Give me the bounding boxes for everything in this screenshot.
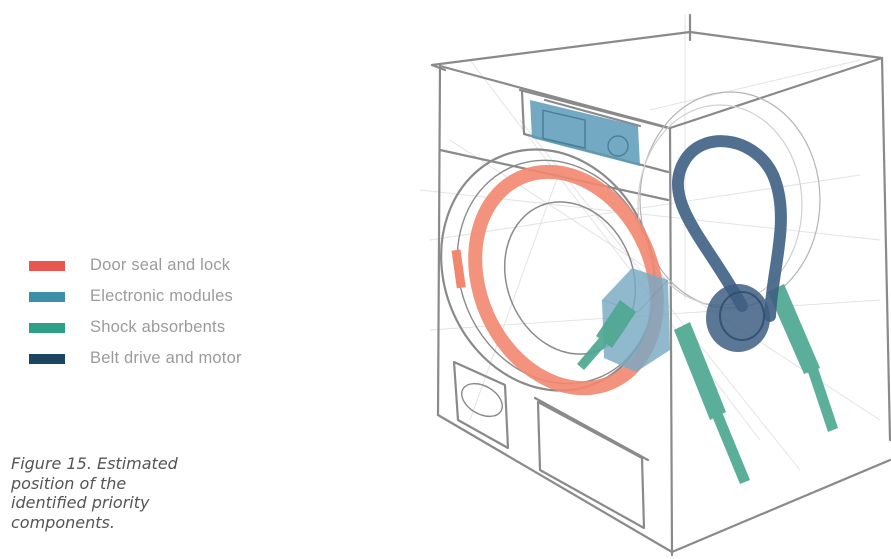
door-lock (452, 249, 466, 288)
motor (706, 284, 770, 352)
